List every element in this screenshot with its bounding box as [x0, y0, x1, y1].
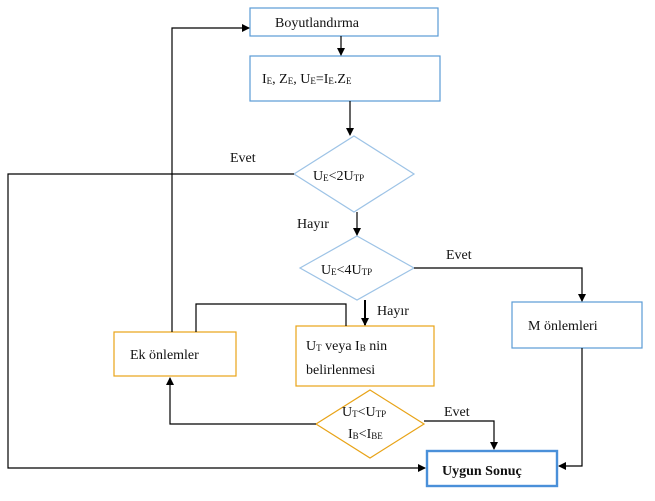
box-m-onlemleri [511, 301, 643, 349]
decision-ue-2utp [292, 135, 416, 213]
label-decision-ut-utp-line2: IB<IBE [348, 427, 383, 442]
label-boyutlandirma: Boyutlandırma [275, 16, 360, 31]
decision-ut-utp [314, 389, 426, 459]
label-ut-veya-ib-line1: UT veya IB nin [306, 339, 387, 354]
label-inputs: IE, ZE, UE=IE.ZE [262, 72, 352, 87]
label-m-onlemleri: M önlemleri [528, 319, 598, 334]
edge-d3-evet [424, 420, 498, 450]
edge-label-evet-3: Evet [444, 405, 470, 420]
label-ek-onlemler: Ek önlemler [130, 348, 199, 363]
edge-label-hayir-2: Hayır [377, 304, 409, 319]
edge-d2-evet [414, 267, 586, 302]
edge-label-hayir-1: Hayır [297, 217, 329, 232]
label-ut-veya-ib-line2: belirlenmesi [306, 363, 375, 378]
box-boyutlandirma [249, 7, 439, 37]
label-decision-ue-2utp: UE<2UTP [313, 169, 364, 184]
edge-label-evet-1: Evet [230, 151, 256, 166]
edge-m-uygun [558, 348, 583, 470]
label-uygun-sonuc: Uygun Sonuç [442, 464, 522, 479]
label-decision-ut-utp-line1: UT<UTP [342, 405, 386, 420]
label-decision-ue-4utp: UE<4UTP [321, 263, 372, 278]
edge-label-evet-2: Evet [446, 248, 472, 263]
box-ut-veya-ib [295, 325, 435, 387]
edge-ek-loop-top [171, 24, 250, 332]
box-uygun-sonuc [425, 449, 559, 488]
box-inputs [249, 55, 441, 102]
edge-d3-ek [166, 377, 316, 425]
decision-ue-4utp [298, 235, 416, 301]
edge-d1-evet [7, 173, 426, 472]
edge-ek-loop-ut [195, 303, 347, 332]
box-ek-onlemler [113, 331, 237, 377]
